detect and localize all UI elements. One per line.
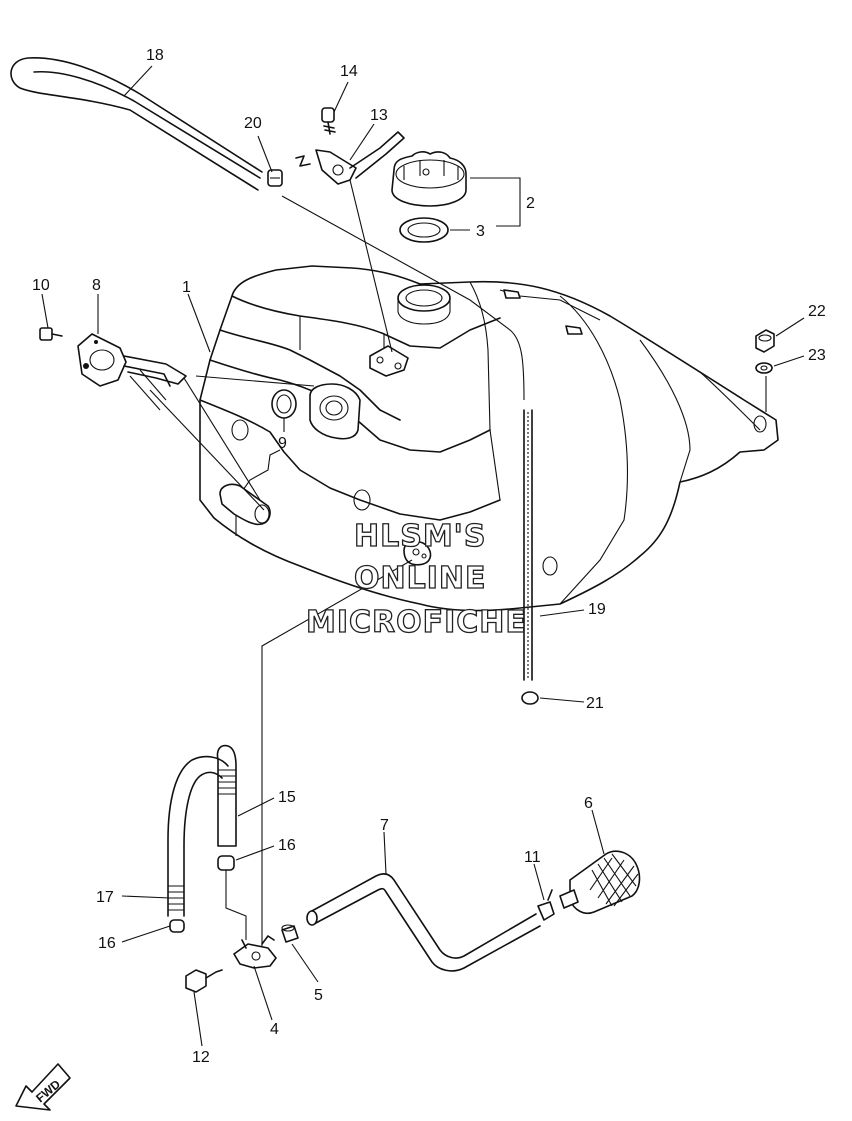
bolt-10 [39,327,63,341]
fuel-filter-6 [559,850,641,915]
callout-1: 1 [182,279,191,296]
callout-17: 17 [96,889,114,906]
callout-2: 2 [526,195,535,212]
bolt-14 [321,107,336,135]
watermark-line-1: HLSM'S [354,519,486,554]
clamp-21 [521,691,539,705]
callout-13: 13 [370,107,388,124]
fuel-cap-2 [391,151,467,207]
callout-5: 5 [314,987,323,1004]
hose-15 [216,744,237,847]
vent-line [281,195,525,401]
callout-23: 23 [808,347,826,364]
gasket-3 [399,217,449,243]
nut-22 [755,329,775,353]
callout-3: 3 [476,223,485,240]
callout-16a: 16 [278,837,296,854]
watermark-line-2: ONLINE [354,561,487,596]
callout-22: 22 [808,303,826,320]
fuel-pipe-7 [306,873,541,972]
callout-14: 14 [340,63,358,80]
callout-11: 11 [524,849,541,866]
breather-hose-18 [10,57,263,191]
callout-19: 19 [588,601,606,618]
fuel-line-tank [261,559,413,960]
callout-18: 18 [146,47,164,64]
drain-hose-19 [523,409,533,681]
clip-11 [537,889,555,921]
washer-23 [755,362,773,374]
callout-20: 20 [244,115,262,132]
leader-lines [41,65,805,1047]
callout-15: 15 [278,789,296,806]
callout-labels: 1 2 3 4 5 6 7 8 9 10 11 12 13 14 15 16 1… [32,47,826,1066]
fuel-cock-4 [233,935,277,969]
callout-12: 12 [192,1049,210,1066]
callout-10: 10 [32,277,50,294]
clamp-16-lower [169,919,185,933]
callout-8: 8 [92,277,101,294]
callout-16b: 16 [98,935,116,952]
clamp-20 [267,169,283,187]
callout-7: 7 [380,817,389,834]
fuel-sender-8 [77,333,265,511]
clamp-16-upper [217,855,235,871]
watermark-line-3: MICROFICHE [306,605,527,640]
fuel-tank-1 [199,265,779,612]
callout-4: 4 [270,1021,279,1038]
callout-21: 21 [586,695,604,712]
callout-6: 6 [584,795,593,812]
collar-5 [281,924,299,943]
watermark: HLSM'S ONLINE MICROFICHE [305,518,527,640]
hose-17 [167,755,229,917]
callout-9: 9 [278,435,287,452]
fwd-arrow-icon: FWD [15,1063,71,1111]
bolt-12 [185,969,223,993]
bracket-13 [295,131,405,185]
o-ring-9 [271,389,297,419]
